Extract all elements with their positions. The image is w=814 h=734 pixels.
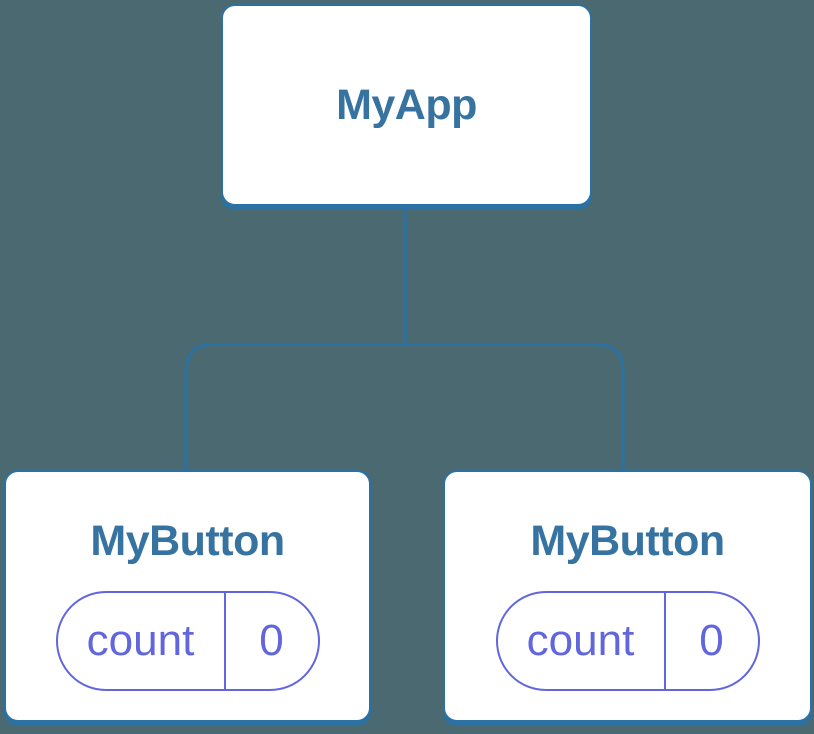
node-mybutton-right-label: MyButton (530, 517, 725, 565)
state-value-cell: 0 (666, 593, 758, 689)
state-name-label: count (86, 616, 195, 665)
node-mybutton-left: MyButton count 0 (4, 470, 371, 722)
state-name-cell: count (58, 593, 226, 689)
state-value-label: 0 (259, 616, 284, 665)
state-value-label: 0 (699, 616, 724, 665)
node-mybutton-right: MyButton count 0 (443, 470, 812, 722)
node-myapp-label: MyApp (336, 80, 477, 129)
connector-bracket (184, 343, 625, 472)
state-name-cell: count (498, 593, 666, 689)
node-myapp: MyApp (221, 4, 592, 206)
node-mybutton-left-label: MyButton (90, 517, 285, 565)
state-pill-right: count 0 (495, 591, 760, 691)
state-pill-left: count 0 (55, 591, 320, 691)
state-value-cell: 0 (226, 593, 318, 689)
state-name-label: count (526, 616, 635, 665)
